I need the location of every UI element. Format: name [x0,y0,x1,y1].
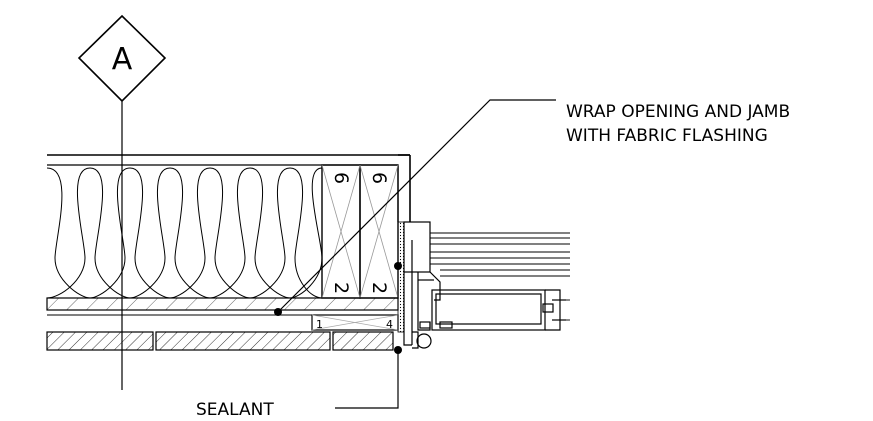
fabric-flashing [397,221,412,333]
sheathing-layer [46,297,399,311]
window-glazing-lines [430,232,570,321]
flashing-leader [274,99,556,316]
batt-insulation [46,167,323,299]
cladding [46,331,394,351]
flashing-callout-line1: WRAP OPENING AND JAMB [566,102,790,122]
trim-mark-left: 1 [316,318,323,331]
flashing-callout-line2: WITH FABRIC FLASHING [566,126,768,146]
wall-assembly: 6 6 2 2 1 4 [46,154,411,351]
stud-mark-top-right: 6 [368,172,390,184]
sealant-leader [335,346,402,409]
stud-mark-bottom-right: 2 [368,282,390,294]
window-frame [403,221,566,349]
stud-mark-top-left: 6 [330,172,352,184]
stud-pair: 6 6 2 2 [321,164,399,299]
sealant-callout: SEALANT [196,400,274,420]
stud-mark-bottom-left: 2 [330,282,352,294]
grid-marker-label: A [112,42,133,77]
trim-mark-right: 4 [386,318,393,331]
